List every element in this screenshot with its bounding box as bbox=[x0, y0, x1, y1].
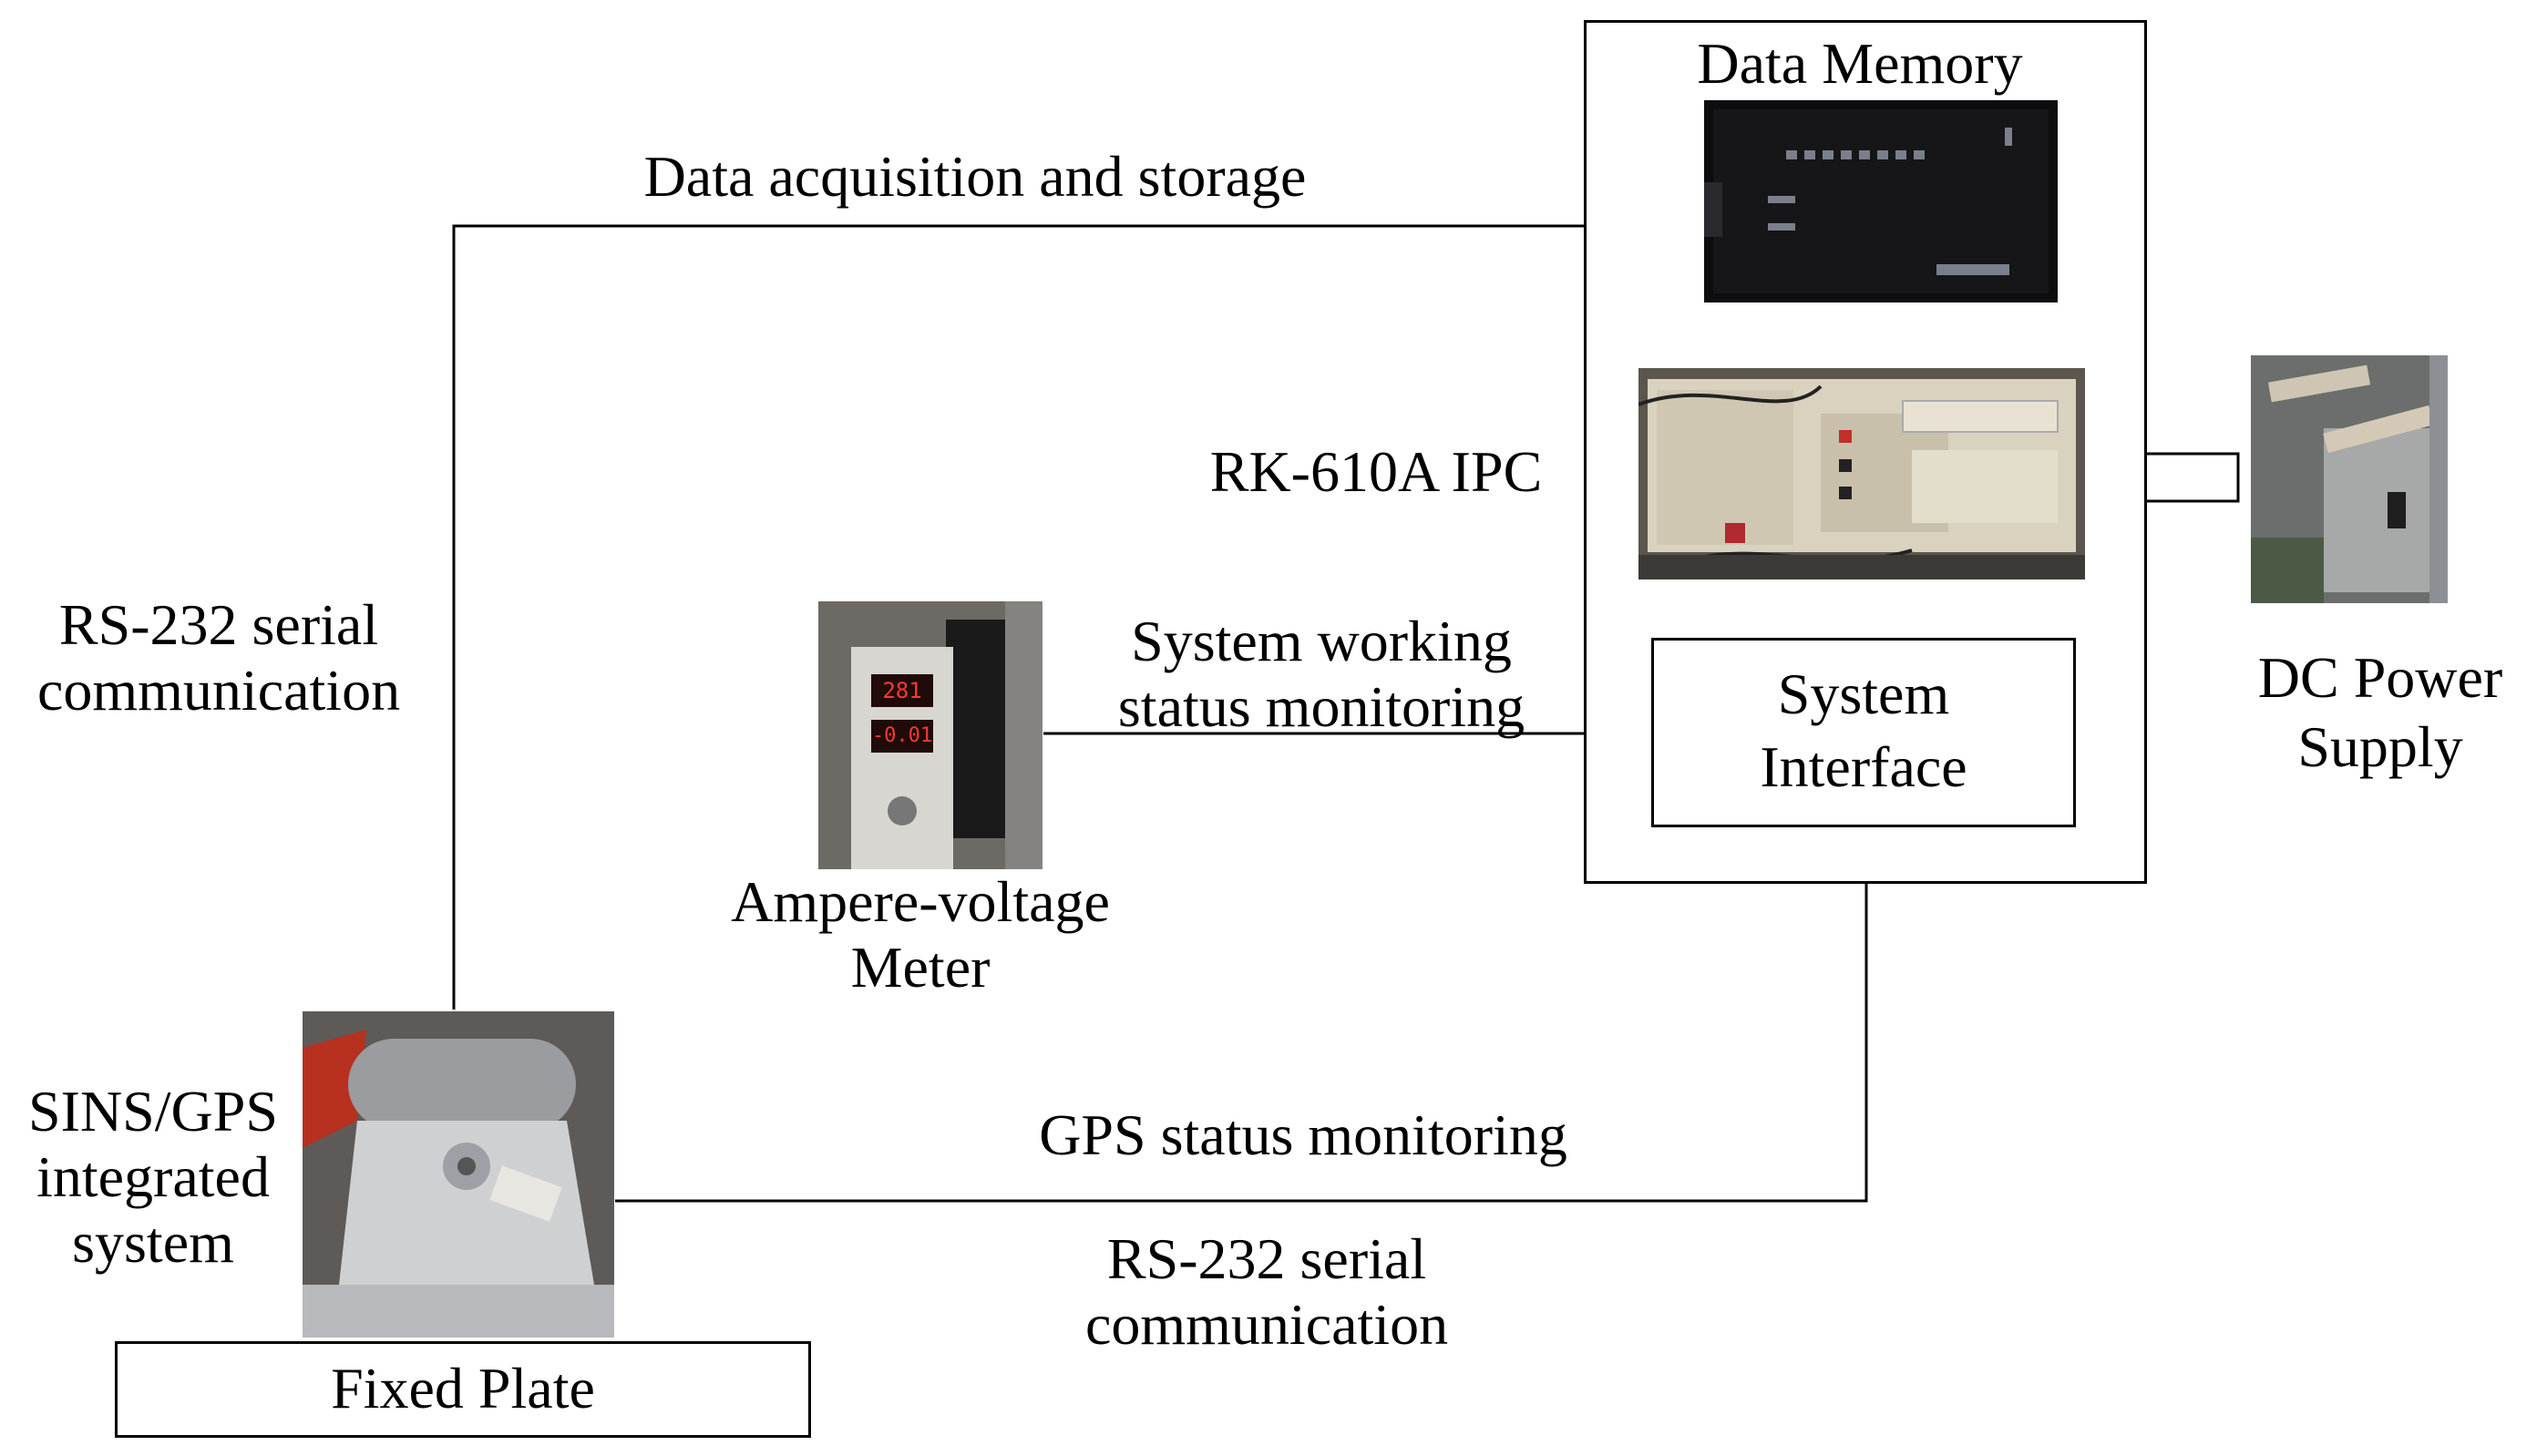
sins-gps-label: SINS/GPS integrated system bbox=[0, 1079, 306, 1276]
system-interface-label: System Interface bbox=[1651, 658, 2076, 804]
ampere-meter-label: Ampere-voltage Meter bbox=[674, 869, 1166, 1000]
system-interface-line1: System bbox=[1777, 661, 1950, 726]
sins-gps-line3: system bbox=[72, 1210, 234, 1275]
system-interface-box bbox=[1651, 638, 2076, 827]
dc-power-label: DC Power Supply bbox=[2224, 643, 2537, 782]
dc-power-line2: Supply bbox=[2297, 714, 2463, 779]
system-working-line1: System working bbox=[1131, 609, 1512, 673]
arrow-sins-to-interface bbox=[615, 826, 1880, 1203]
rs232-left-label: RS-232 serial communication bbox=[9, 592, 428, 723]
sins-gps-image bbox=[303, 1011, 614, 1338]
data-memory-label: Data Memory bbox=[1697, 31, 2023, 96]
rs232-bottom-label: RS-232 serial communication bbox=[1021, 1226, 1513, 1358]
rs232-left-line2: communication bbox=[36, 658, 401, 723]
system-working-label: System working status monitoring bbox=[1066, 609, 1577, 740]
rs232-bottom-line2: communication bbox=[1084, 1292, 1449, 1357]
data-memory-image bbox=[1704, 100, 2058, 302]
fixed-plate-box bbox=[115, 1341, 811, 1438]
meter-readout-current: -0.01 bbox=[871, 724, 933, 747]
ampere-meter-line1: Ampere-voltage bbox=[731, 869, 1110, 934]
sins-gps-line2: integrated bbox=[36, 1144, 270, 1209]
meter-readout-voltage: 281 bbox=[882, 678, 922, 703]
dc-power-line1: DC Power bbox=[2257, 645, 2503, 710]
ampere-voltage-meter-image: 281 -0.01 bbox=[818, 601, 1043, 869]
fixed-plate-label: Fixed Plate bbox=[331, 1356, 595, 1420]
ipc-image bbox=[1638, 368, 2085, 579]
ipc-label: RK-610A IPC bbox=[1209, 439, 1543, 504]
data-acquisition-label: Data acquisition and storage bbox=[643, 144, 1307, 209]
rs232-bottom-line1: RS-232 serial bbox=[1106, 1226, 1427, 1291]
system-working-line2: status monitoring bbox=[1117, 674, 1525, 739]
rs232-left-line1: RS-232 serial bbox=[58, 592, 379, 657]
gps-status-label: GPS status monitoring bbox=[1039, 1102, 1567, 1167]
sins-gps-line1: SINS/GPS bbox=[28, 1079, 278, 1143]
ampere-meter-line2: Meter bbox=[850, 935, 991, 1000]
system-interface-line2: Interface bbox=[1760, 734, 1967, 799]
dc-power-image bbox=[2251, 355, 2448, 603]
arrow-sins-to-data-memory bbox=[452, 212, 1698, 1010]
